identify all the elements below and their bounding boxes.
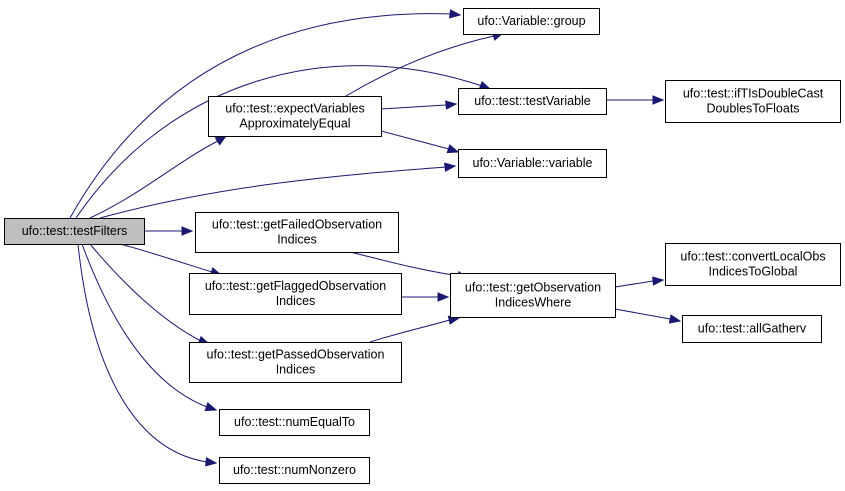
node-variableGroup[interactable]: ufo::Variable::group — [463, 8, 600, 35]
arrowhead-icon — [449, 9, 462, 19]
node-testVariable[interactable]: ufo::test::testVariable — [458, 88, 607, 115]
edge-testFilters-to-getFailed — [144, 226, 194, 236]
edge-line — [89, 135, 227, 219]
node-label: ApproximatelyEqual — [239, 117, 350, 131]
node-label: Indices — [276, 363, 316, 377]
arrowhead-icon — [204, 402, 218, 412]
edge-getObsWhere-to-convertLocalObs — [614, 276, 665, 288]
node-label: ufo::test::getFailedObservation — [212, 218, 382, 232]
node-label: ufo::test::convertLocalObs — [680, 250, 825, 264]
node-numNonzero[interactable]: ufo::test::numNonzero — [219, 457, 370, 484]
edge-line — [369, 317, 460, 343]
nodes-layer: ufo::test::testFilters ufo::Variable::gro… — [4, 8, 841, 484]
node-box — [458, 88, 607, 115]
edge-line — [119, 243, 222, 276]
node-ifTIsDoubleCast[interactable]: ufo::test::ifTIsDoubleCastDoublesToFloat… — [665, 80, 841, 123]
node-box — [458, 149, 607, 178]
node-box — [665, 243, 841, 286]
node-label: ufo::test::numNonzero — [233, 463, 356, 477]
edge-line — [380, 130, 459, 153]
edge-line — [69, 13, 461, 219]
edge-testVariable-to-ifTIsDoubleCast — [606, 95, 665, 105]
edge-line — [345, 32, 504, 97]
node-label: ufo::test::numEqualTo — [234, 415, 355, 429]
node-label: ufo::test::getFlaggedObservation — [205, 279, 386, 293]
node-box — [463, 8, 600, 35]
node-box — [189, 273, 402, 315]
node-allGatherv[interactable]: ufo::test::allGatherv — [682, 315, 822, 343]
node-label: DoublesToFloats — [706, 102, 799, 116]
node-label: IndicesToGlobal — [709, 265, 798, 279]
node-box — [189, 342, 402, 383]
edge-getFlagged-to-getObsWhere — [401, 292, 450, 302]
node-label: ufo::test::expectVariables — [225, 102, 364, 116]
node-label: ufo::test::testVariable — [474, 94, 591, 108]
arrowhead-icon — [652, 276, 665, 286]
edge-getPassed-to-getObsWhere — [369, 315, 461, 343]
node-label: IndicesWhere — [495, 296, 571, 310]
arrowhead-icon — [446, 144, 460, 154]
edge-expectVarsApprox-to-variableGroup — [345, 31, 505, 97]
node-label: ufo::test::testFilters — [22, 224, 128, 238]
edge-line — [81, 243, 217, 411]
edge-testFilters-to-numEqualTo — [81, 243, 218, 412]
node-box — [665, 80, 841, 123]
arrowhead-icon — [668, 314, 682, 324]
node-label: ufo::Variable::group — [477, 14, 585, 28]
edge-testFilters-to-variableVariable — [99, 162, 457, 219]
node-label: ufo::test::allGatherv — [698, 322, 807, 336]
node-label: ufo::test::getPassedObservation — [207, 348, 385, 362]
arrowhead-icon — [205, 457, 218, 467]
arrowhead-icon — [214, 135, 228, 146]
edges-layer — [69, 9, 682, 467]
edge-expectVarsApprox-to-variableVariable — [380, 130, 460, 154]
node-label: ufo::test::ifTIsDoubleCast — [683, 87, 824, 101]
arrowhead-icon — [437, 292, 450, 302]
node-box — [195, 212, 399, 253]
edge-getObsWhere-to-allGatherv — [614, 308, 682, 324]
arrowhead-icon — [445, 100, 458, 110]
node-box — [219, 409, 370, 436]
edge-line — [77, 243, 217, 464]
edge-line — [75, 65, 491, 219]
node-box — [208, 96, 382, 137]
node-box — [219, 457, 370, 484]
arrowhead-icon — [444, 162, 457, 172]
edge-testFilters-to-testVariable — [75, 65, 492, 219]
node-label: ufo::Variable::variable — [473, 156, 593, 170]
edge-expectVarsApprox-to-testVariable — [380, 100, 458, 110]
edge-testFilters-to-variableGroup — [69, 9, 462, 219]
node-label: Indices — [277, 233, 317, 247]
edge-testFilters-to-numNonzero — [77, 243, 218, 467]
node-expectVarsApprox[interactable]: ufo::test::expectVariablesApproximatelyE… — [208, 96, 382, 137]
edge-line — [99, 165, 456, 219]
node-convertLocalObs[interactable]: ufo::test::convertLocalObsIndicesToGloba… — [665, 243, 841, 286]
node-numEqualTo[interactable]: ufo::test::numEqualTo — [219, 409, 370, 436]
node-testFilters[interactable]: ufo::test::testFilters — [4, 218, 145, 245]
arrowhead-icon — [652, 95, 665, 105]
edge-testFilters-to-expectVarsApprox — [89, 135, 228, 219]
node-label: Indices — [276, 294, 316, 308]
edge-line — [380, 103, 457, 110]
root-node-box — [4, 218, 145, 245]
edge-line — [89, 243, 210, 345]
node-box — [682, 315, 822, 343]
node-box — [450, 273, 616, 318]
arrowhead-icon — [181, 226, 194, 236]
node-variableVariable[interactable]: ufo::Variable::variable — [458, 149, 607, 178]
node-label: ufo::test::getObservation — [465, 281, 601, 295]
